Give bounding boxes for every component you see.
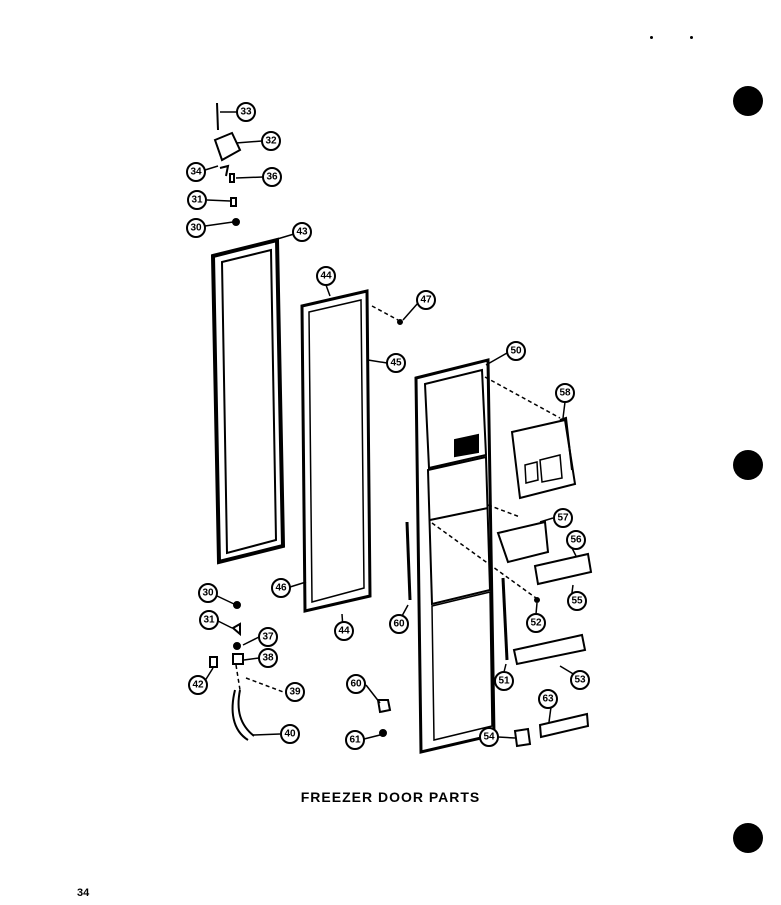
callout-44-bottom: 44 [334, 621, 354, 641]
callout-57: 57 [553, 508, 573, 528]
binder-hole-bottom [733, 823, 763, 853]
svg-text:61: 61 [349, 735, 361, 746]
callout-31: 31 [187, 190, 207, 210]
callout-36: 36 [262, 167, 282, 187]
dispenser-trim [533, 552, 593, 586]
callout-30-lower: 30 [198, 583, 218, 603]
dispenser-bin [496, 520, 550, 564]
svg-text:36: 36 [266, 172, 278, 183]
callout-45: 45 [386, 353, 406, 373]
svg-text:40: 40 [284, 729, 296, 740]
svg-text:54: 54 [483, 732, 495, 743]
svg-text:38: 38 [262, 653, 274, 664]
callout-55: 55 [567, 591, 587, 611]
svg-text:46: 46 [275, 583, 287, 594]
svg-text:33: 33 [240, 107, 252, 118]
scan-speck [650, 36, 653, 39]
svg-text:30: 30 [190, 223, 202, 234]
svg-text:44: 44 [320, 271, 332, 282]
callout-37: 37 [258, 627, 278, 647]
svg-text:60: 60 [350, 679, 362, 690]
left-strip [405, 521, 412, 601]
svg-text:56: 56 [570, 535, 582, 546]
callout-31-lower: 31 [199, 610, 219, 630]
callout-44-top: 44 [316, 266, 336, 286]
svg-text:37: 37 [262, 632, 274, 643]
svg-text:31: 31 [191, 195, 203, 206]
svg-text:58: 58 [559, 388, 571, 399]
callout-labels: 33 32 34 36 31 30 43 44 47 45 50 58 57 5… [186, 102, 590, 750]
svg-text:47: 47 [420, 295, 432, 306]
callout-60: 60 [346, 674, 366, 694]
hinge-hardware [209, 102, 540, 748]
callout-52: 52 [526, 613, 546, 633]
right-strip [501, 577, 509, 661]
svg-text:39: 39 [289, 687, 301, 698]
callout-38: 38 [258, 648, 278, 668]
callout-43: 43 [292, 222, 312, 242]
callout-46: 46 [271, 578, 291, 598]
door-gasket [210, 237, 286, 565]
svg-text:32: 32 [265, 136, 277, 147]
binder-hole-middle [733, 450, 763, 480]
bottom-trim [512, 633, 587, 666]
dispenser-housing [510, 416, 577, 500]
page-number: 34 [77, 887, 90, 899]
svg-text:57: 57 [557, 513, 569, 524]
svg-text:34: 34 [190, 167, 202, 178]
callout-32: 32 [261, 131, 281, 151]
callout-34: 34 [186, 162, 206, 182]
callout-30: 30 [186, 218, 206, 238]
callout-61: 61 [345, 730, 365, 750]
diagram-caption: FREEZER DOOR PARTS [300, 789, 481, 805]
outer-door [414, 358, 496, 754]
callout-56: 56 [566, 530, 586, 550]
svg-text:52: 52 [530, 618, 542, 629]
assembly-lines [235, 305, 561, 694]
svg-text:51: 51 [498, 676, 510, 687]
svg-text:30: 30 [202, 588, 214, 599]
callout-54: 54 [479, 727, 499, 747]
svg-text:53: 53 [574, 675, 586, 686]
svg-text:44: 44 [338, 626, 350, 637]
leader-lines [202, 111, 577, 740]
callout-53: 53 [570, 670, 590, 690]
door-liner-panel [300, 289, 372, 613]
callout-58: 58 [555, 383, 575, 403]
bottom-rail [538, 712, 590, 739]
svg-text:31: 31 [203, 615, 215, 626]
svg-text:45: 45 [390, 358, 402, 369]
callout-63: 63 [538, 689, 558, 709]
svg-text:42: 42 [192, 680, 204, 691]
callout-47: 47 [416, 290, 436, 310]
svg-text:55: 55 [571, 596, 583, 607]
callout-50: 50 [506, 341, 526, 361]
callout-51: 51 [494, 671, 514, 691]
callout-40: 40 [280, 724, 300, 744]
svg-text:50: 50 [510, 346, 522, 357]
svg-text:43: 43 [296, 227, 308, 238]
svg-text:63: 63 [542, 694, 554, 705]
binder-hole-top [733, 86, 763, 116]
callout-42: 42 [188, 675, 208, 695]
callout-60-lower: 60 [389, 614, 409, 634]
svg-text:60: 60 [393, 619, 405, 630]
scan-speck [690, 36, 693, 39]
callout-33: 33 [236, 102, 256, 122]
callout-39: 39 [285, 682, 305, 702]
